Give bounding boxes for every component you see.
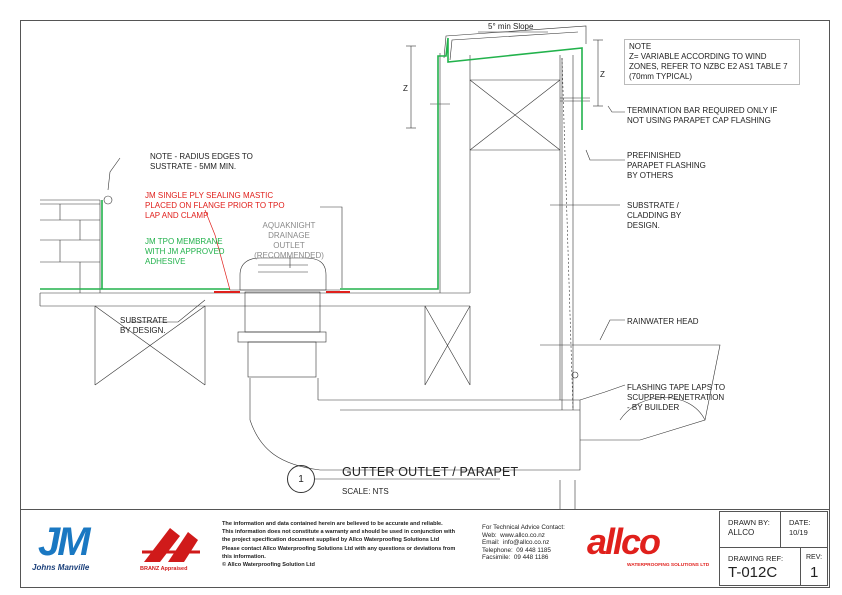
substrate-cladding-note: SUBSTRATE / CLADDING BY DESIGN. bbox=[627, 201, 682, 230]
drawn-by-label: DRAWN BY: bbox=[728, 518, 770, 527]
drawing-ref-label: DRAWING REF: bbox=[728, 554, 784, 563]
flashing-tape-note: FLASHING TAPE LAPS TO SCUPPER PENETRATIO… bbox=[627, 383, 726, 412]
z-dimension-left: Z bbox=[403, 84, 408, 93]
rev-value: 1 bbox=[810, 564, 819, 581]
branz-mark-icon bbox=[142, 528, 200, 562]
allco-logo: allco WATERPROOFING SOLUTIONS LTD bbox=[587, 522, 709, 574]
drawn-by-value: ALLCO bbox=[728, 528, 755, 537]
slope-note: 5° min Slope bbox=[488, 22, 534, 31]
rainwater-head-note: RAINWATER HEAD bbox=[627, 317, 699, 326]
drawing-ref-cell: DRAWING REF: T-012C bbox=[719, 547, 801, 586]
disclaimer-text: The information and data contained herei… bbox=[222, 521, 456, 569]
tpo-membrane-note: JM TPO MEMBRANE WITH JM APPROVED ADHESIV… bbox=[145, 237, 225, 266]
drawing-info-grid: DRAWN BY: ALLCO DATE: 10/19 DRAWING REF:… bbox=[719, 509, 830, 588]
jm-name: Johns Manville bbox=[32, 563, 90, 572]
date-label: DATE: bbox=[789, 518, 811, 527]
detail-number: 1 bbox=[287, 465, 315, 493]
rev-cell: REV: 1 bbox=[800, 547, 828, 586]
z-dimension-right: Z bbox=[600, 70, 605, 79]
allco-subtitle: WATERPROOFING SOLUTIONS LTD bbox=[627, 563, 710, 568]
technical-contact: For Technical Advice Contact: Web: www.a… bbox=[482, 524, 565, 562]
title-block bbox=[20, 509, 830, 589]
jm-mark: JM bbox=[38, 520, 91, 564]
parapet-flashing-note: PREFINISHED PARAPET FLASHING BY OTHERS bbox=[627, 151, 706, 180]
date-cell: DATE: 10/19 bbox=[780, 511, 828, 548]
radius-edges-note: NOTE - RADIUS EDGES TO SUSTRATE - 5MM MI… bbox=[150, 152, 253, 171]
date-value: 10/19 bbox=[789, 528, 808, 537]
detail-scale: SCALE: NTS bbox=[342, 487, 389, 496]
sealing-mastic-note: JM SINGLE PLY SEALING MASTIC PLACED ON F… bbox=[145, 191, 285, 220]
z-variable-note: NOTE Z= VARIABLE ACCORDING TO WIND ZONES… bbox=[624, 39, 800, 85]
drawing-ref-value: T-012C bbox=[728, 564, 778, 581]
drawn-by-cell: DRAWN BY: ALLCO bbox=[719, 511, 781, 548]
drainage-outlet-note: AQUAKNIGHT DRAINAGE OUTLET (RECOMMENDED) bbox=[254, 221, 324, 260]
detail-title: GUTTER OUTLET / PARAPET bbox=[342, 465, 519, 479]
rev-label: REV: bbox=[806, 554, 823, 561]
allco-mark: allco bbox=[587, 521, 661, 562]
substrate-design-note: SUBSTRATE BY DESIGN. bbox=[120, 316, 168, 335]
drawing-frame bbox=[20, 20, 830, 588]
branz-label: BRANZ Appraised bbox=[140, 566, 188, 572]
termination-bar-note: TERMINATION BAR REQUIRED ONLY IF NOT USI… bbox=[627, 106, 778, 125]
johns-manville-logo: JM Johns Manville bbox=[32, 521, 114, 573]
branz-appraised-logo: BRANZ Appraised bbox=[140, 522, 202, 576]
